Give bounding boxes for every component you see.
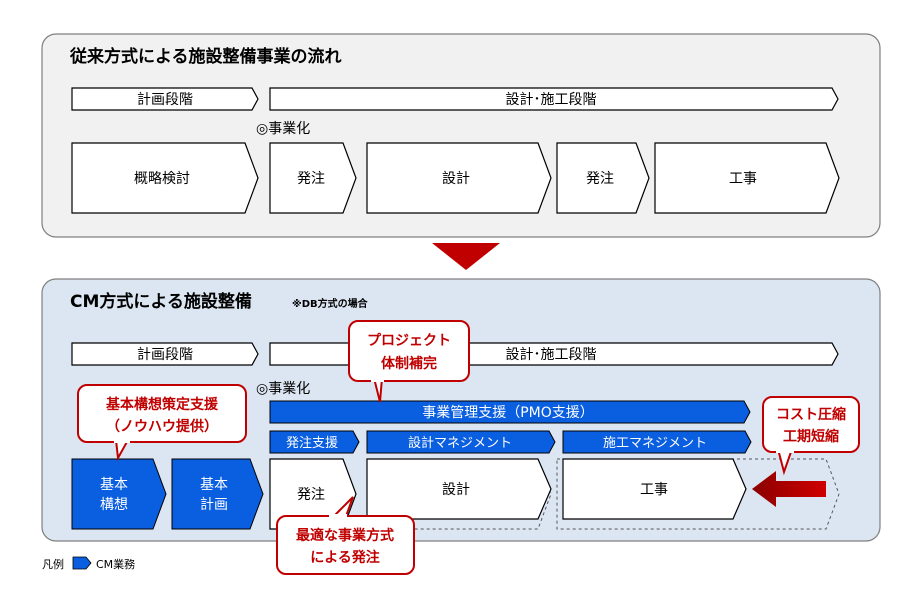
legend-prefix: 凡例 — [42, 557, 64, 571]
design-management-bar — [366, 430, 556, 454]
cm-phase-planning-label: 計画段階 — [137, 347, 193, 363]
step-basic-concept-line1: 基本 — [100, 476, 128, 493]
callout-optimal-method-join — [329, 514, 347, 520]
step-basic-concept — [71, 458, 167, 530]
order-support-label: 発注支援 — [286, 436, 338, 451]
callout-project-team-line1: プロジェクト — [367, 333, 451, 349]
construction-management-label: 施工マネジメント — [603, 436, 707, 451]
step-order-1-label: 発注 — [297, 171, 325, 187]
order-support-bar — [269, 430, 360, 454]
cm-step-order-label: 発注 — [297, 487, 325, 503]
step-rough-study-label: 概略検討 — [134, 171, 190, 187]
shorten-arrow-icon — [752, 471, 826, 507]
step-basic-plan — [171, 458, 264, 530]
callout-cost-schedule: コスト圧縮 工期短縮 — [762, 396, 860, 476]
step-basic-plan-line2: 計画 — [200, 497, 228, 513]
callout-cost-schedule-line1: コスト圧縮 — [776, 406, 846, 423]
pmo-support-label: 事業管理支援（PMO支援） — [422, 405, 594, 421]
step-basic-concept-line2: 構想 — [100, 497, 128, 513]
step-construction — [654, 142, 840, 214]
callout-concept-support-line2: （ノウハウ提供） — [106, 418, 218, 435]
step-construction-label: 工事 — [729, 171, 757, 187]
milestone-label: ◎事業化 — [256, 121, 310, 137]
cm-step-construction-label: 工事 — [640, 482, 668, 498]
callout-concept-support: 基本構想策定支援 （ノウハウ提供） — [77, 384, 247, 462]
callout-cost-schedule-join — [776, 446, 794, 453]
pmo-support-bar — [269, 400, 751, 424]
step-order-2-label: 発注 — [586, 171, 614, 187]
phase-design-construction-label: 設計･施工段階 — [506, 92, 597, 108]
callout-project-team: プロジェクト 体制補完 — [348, 320, 470, 403]
cm-note: ※DB方式の場合 — [292, 297, 369, 310]
cm-phase-planning-bar — [71, 342, 259, 366]
callout-optimal-method-line2: による発注 — [310, 549, 380, 566]
down-arrow-icon — [432, 243, 500, 270]
callout-optimal-method: 最適な事業方式 による発注 — [276, 496, 415, 575]
callout-project-team-line2: 体制補完 — [381, 355, 437, 372]
callout-project-team-join — [371, 376, 384, 382]
callout-concept-support-box — [77, 384, 247, 443]
cm-step-construction — [562, 458, 747, 520]
conventional-title: 従来方式による施設整備事業の流れ — [69, 46, 342, 67]
callout-concept-support-line1: 基本構想策定支援 — [106, 396, 219, 413]
callout-concept-support-join — [114, 437, 130, 443]
step-basic-plan-line1: 基本 — [200, 476, 228, 493]
cm-step-order — [269, 458, 357, 530]
phase-planning-bar — [71, 87, 259, 111]
cm-phase-design-construction-label: 設計･施工段階 — [506, 347, 597, 363]
phase-design-construction-bar — [269, 87, 839, 111]
cm-milestone-label: ◎事業化 — [256, 381, 310, 397]
step-design — [366, 142, 552, 214]
step-design-label: 設計 — [442, 171, 470, 187]
callout-cost-schedule-line2: 工期短縮 — [783, 428, 839, 445]
design-management-label: 設計マネジメント — [408, 435, 512, 451]
callout-optimal-method-line1: 最適な事業方式 — [296, 527, 394, 544]
step-rough-study — [71, 142, 259, 214]
legend: 凡例 CM業務 — [42, 556, 135, 571]
cm-title: CM方式による施設整備 — [70, 291, 252, 312]
cm-step-design — [366, 458, 552, 520]
callout-cost-schedule-box — [762, 396, 860, 453]
step-order-2 — [556, 142, 650, 214]
phase-planning-label: 計画段階 — [137, 92, 193, 108]
construction-management-bar — [562, 430, 752, 454]
cm-step-design-label: 設計 — [442, 482, 470, 498]
legend-swatch-icon — [72, 556, 92, 570]
conventional-panel: 従来方式による施設整備事業の流れ 計画段階 設計･施工段階 ◎事業化 概略検討 … — [41, 33, 881, 238]
step-order-1 — [269, 142, 357, 214]
legend-label: CM業務 — [96, 557, 135, 571]
callout-project-team-box — [348, 320, 470, 382]
